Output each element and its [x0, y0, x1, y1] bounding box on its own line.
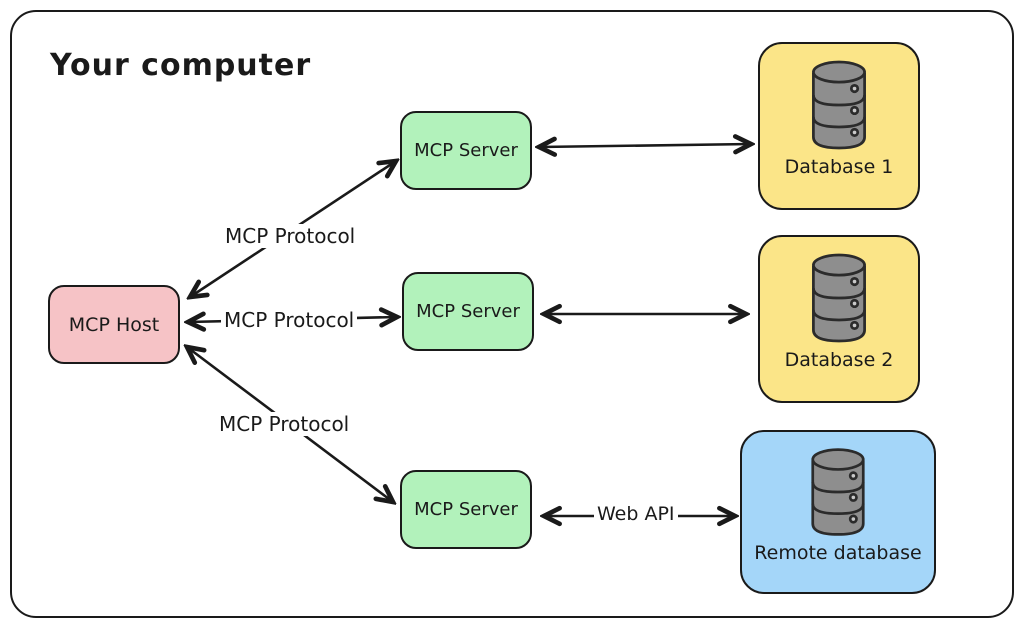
mcp-server-2-label: MCP Server — [416, 301, 520, 322]
database-2-label: Database 2 — [784, 349, 894, 371]
remote-database-label: Remote database — [754, 542, 922, 564]
diagram-title: Your computer — [50, 48, 312, 83]
mcp-host-label: MCP Host — [68, 313, 160, 336]
database-icon — [807, 58, 871, 152]
database-1-label: Database 1 — [784, 156, 894, 178]
database-1-node: Database 1 — [758, 42, 920, 210]
database-2-node: Database 2 — [758, 235, 920, 403]
remote-database-node: Remote database — [740, 430, 936, 594]
edge-label-mcp-protocol-1: MCP Protocol — [222, 224, 359, 248]
edge-label-mcp-protocol-3: MCP Protocol — [216, 412, 353, 436]
mcp-server-3-node: MCP Server — [400, 470, 532, 549]
edge-label-web-api: Web API — [594, 503, 678, 525]
mcp-server-1-label: MCP Server — [414, 140, 518, 161]
mcp-server-2-node: MCP Server — [402, 272, 534, 351]
database-icon — [806, 446, 870, 538]
mcp-server-1-node: MCP Server — [400, 111, 532, 190]
edge-label-mcp-protocol-2: MCP Protocol — [221, 308, 358, 332]
mcp-server-3-label: MCP Server — [414, 499, 518, 520]
database-icon — [807, 251, 871, 345]
mcp-host-node: MCP Host — [48, 285, 180, 364]
